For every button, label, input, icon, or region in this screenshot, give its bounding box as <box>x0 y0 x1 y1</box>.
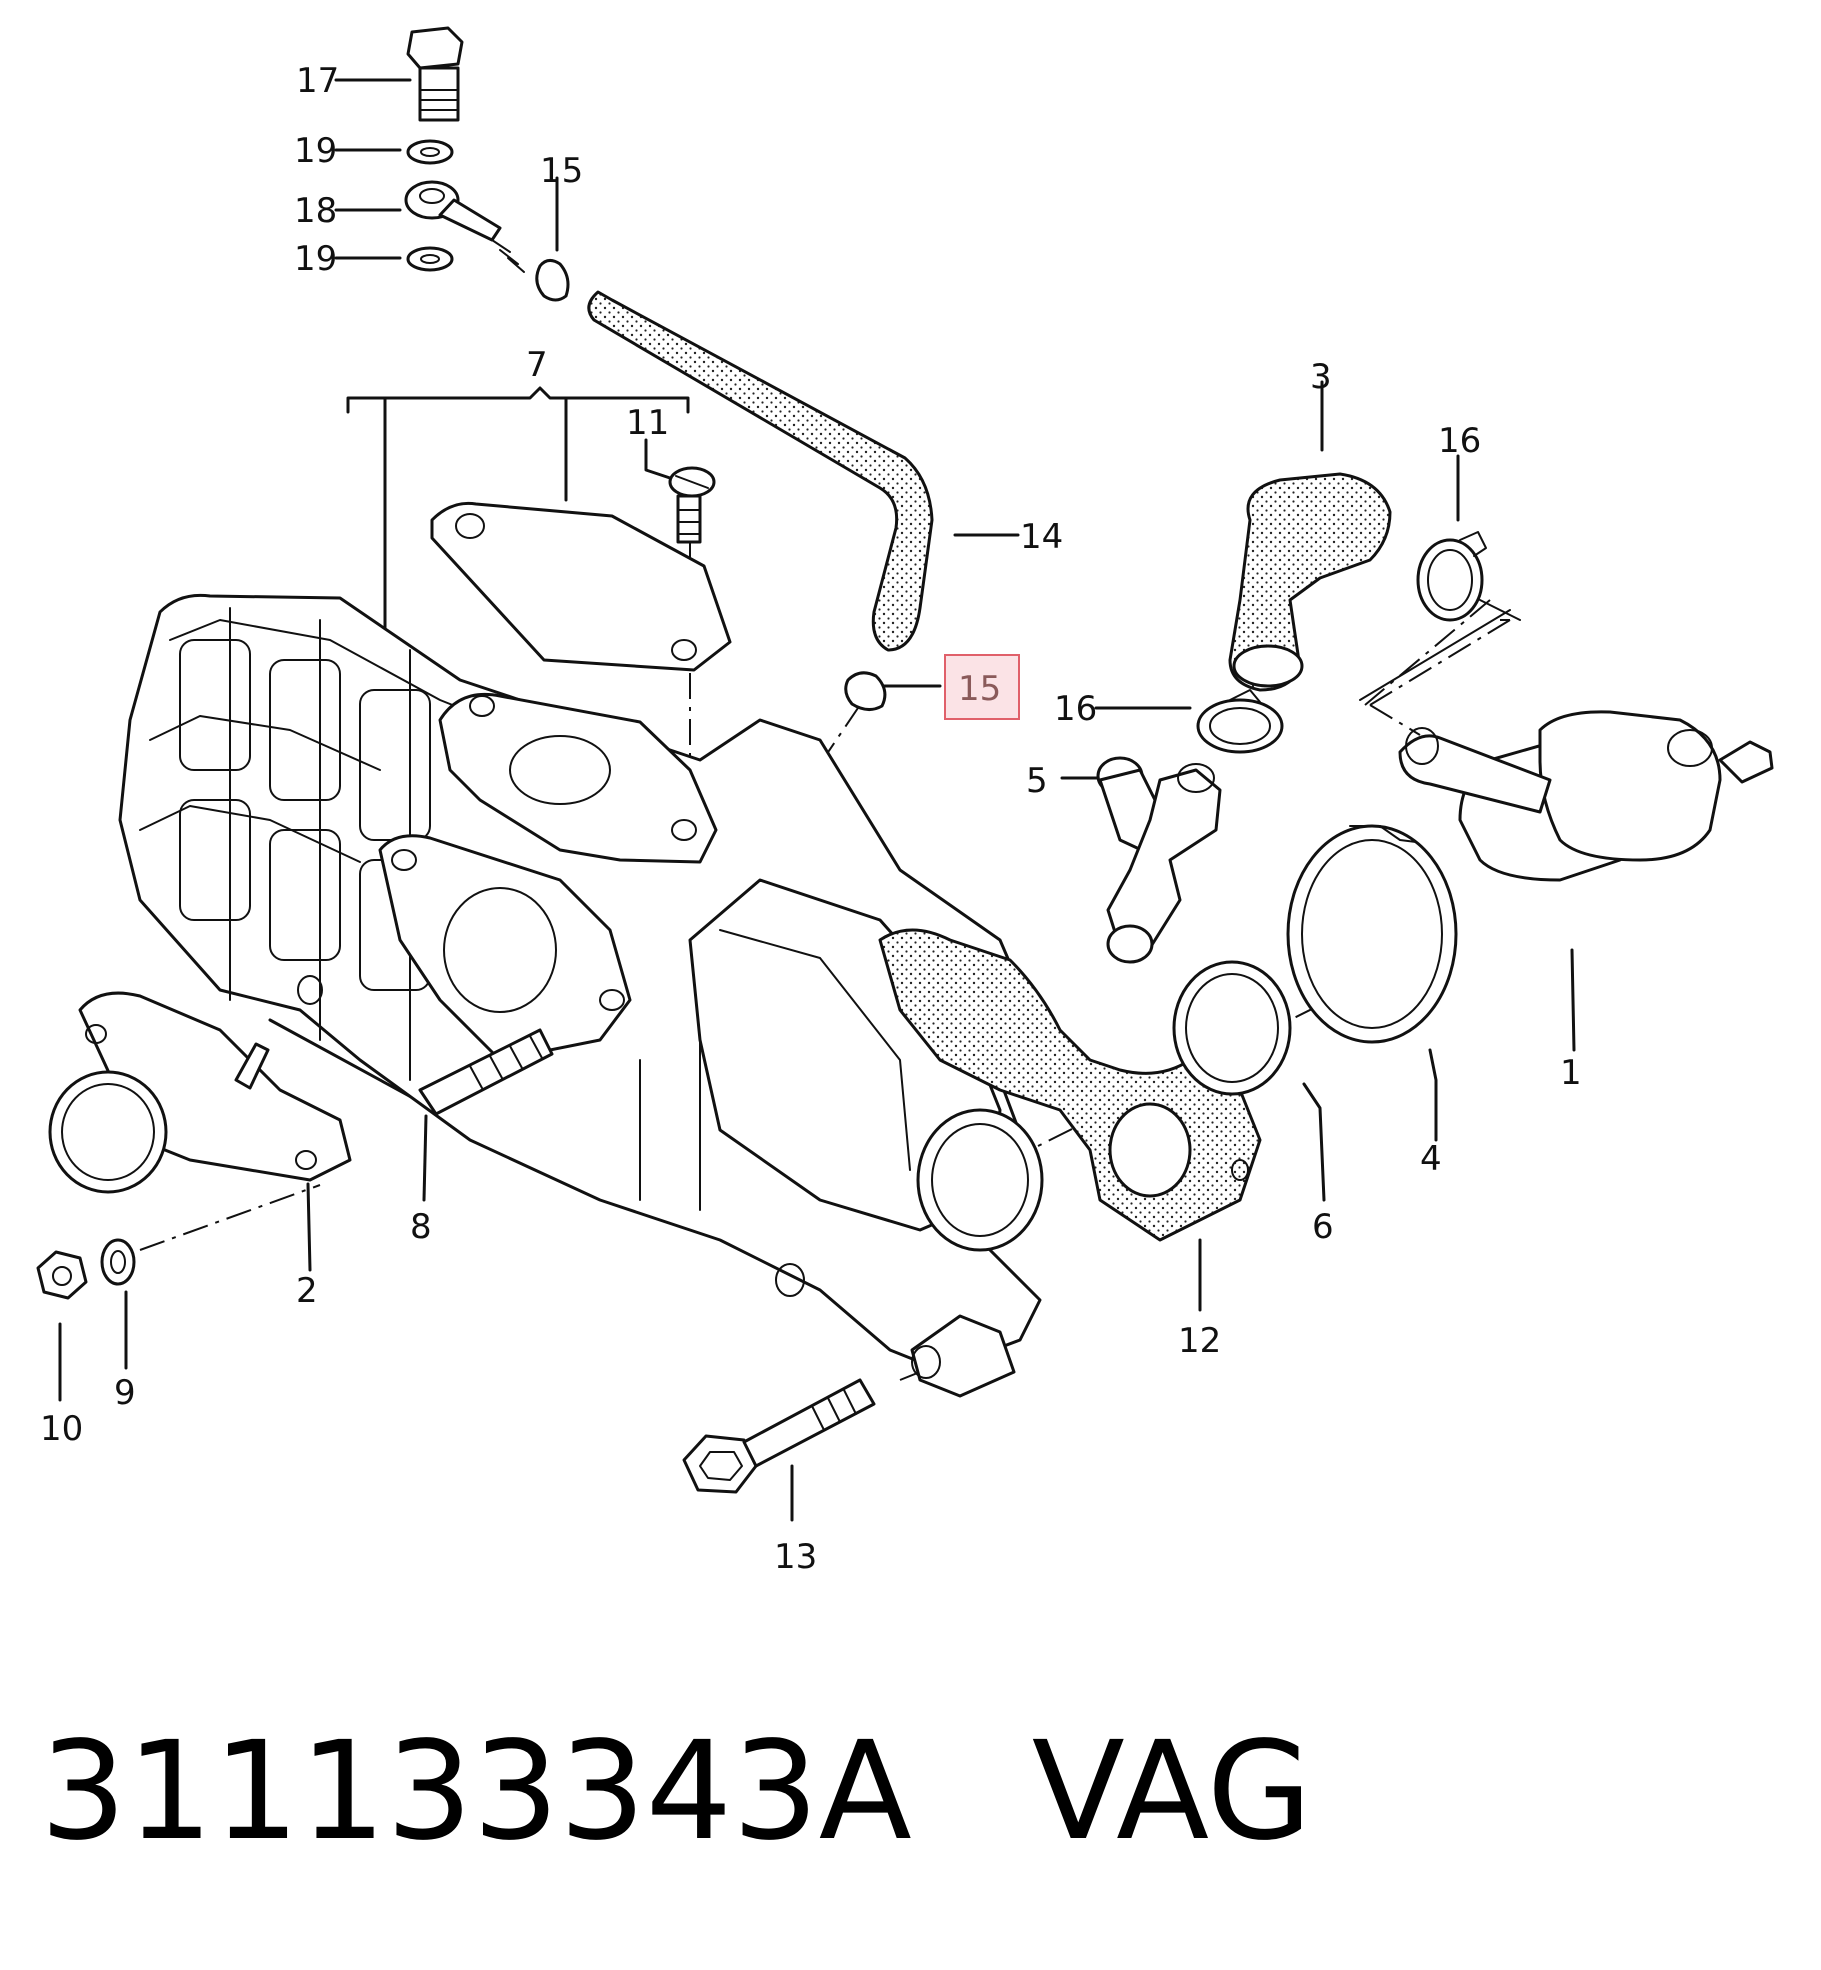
part-1-throttle-housing <box>1359 609 1774 1052</box>
callout-labels: 17 19 18 19 15 7 11 14 15 3 16 16 5 1 4 … <box>40 61 1582 1577</box>
sleeve <box>910 1314 1016 1398</box>
part-8-stud <box>418 1028 554 1202</box>
intake-manifold-body <box>118 593 1044 1372</box>
part-number: 311133343A <box>40 1713 912 1871</box>
callout-15-top: 15 <box>540 151 583 191</box>
part-11-screw <box>644 438 716 544</box>
footer-caption: 311133343A VAG <box>40 1712 1312 1872</box>
part-13-socket-bolt <box>682 1378 876 1522</box>
callout-2: 2 <box>296 1271 318 1311</box>
part-15-clamp-top <box>535 176 570 302</box>
callout-16-mid: 16 <box>1054 689 1097 729</box>
callout-7: 7 <box>526 345 548 385</box>
callout-4: 4 <box>1420 1139 1442 1179</box>
callout-6: 6 <box>1312 1207 1334 1247</box>
callout-16-top: 16 <box>1438 421 1481 461</box>
part-16-clamp-lower <box>1094 689 1284 754</box>
part-17-banjo-bolt <box>334 26 464 122</box>
callout-13: 13 <box>774 1537 817 1577</box>
part-9-washer <box>100 1238 136 1370</box>
callout-14: 14 <box>1020 517 1063 557</box>
callout-17: 17 <box>296 61 339 101</box>
callout-5: 5 <box>1026 761 1048 801</box>
callout-3: 3 <box>1310 357 1332 397</box>
part-6-sealing-ring <box>1172 960 1326 1202</box>
part-19-washer-upper <box>334 139 454 165</box>
part-19-washer-lower <box>334 246 454 272</box>
callout-19-upper: 19 <box>294 131 337 171</box>
part-15-clamp-highlight <box>844 671 942 711</box>
callout-12: 12 <box>1178 1321 1221 1361</box>
callout-1: 1 <box>1560 1053 1582 1093</box>
part-10-nut <box>36 1250 88 1402</box>
part-5-breather-connector <box>1060 756 1222 964</box>
exploded-parts-diagram: 17 19 18 19 15 7 11 14 15 3 16 16 5 1 4 … <box>36 26 1774 1577</box>
part-14-hose <box>587 290 1020 652</box>
part-12-gasket <box>878 928 1262 1312</box>
callout-19-lower: 19 <box>294 239 337 279</box>
callout-11: 11 <box>626 403 669 443</box>
brand-name: VAG <box>1031 1713 1313 1871</box>
part-2-coolant-flange <box>48 991 352 1272</box>
part-4-hose-clamp <box>1286 824 1458 1142</box>
callout-9: 9 <box>114 1373 136 1413</box>
callout-15-highlight: 15 <box>958 669 1001 709</box>
part-18-banjo-fitting <box>334 180 525 273</box>
callout-18: 18 <box>294 191 337 231</box>
highlight-box <box>944 654 1020 720</box>
part-3-elbow-hose <box>1228 380 1392 692</box>
callout-10: 10 <box>40 1409 83 1449</box>
part-7-bracket <box>346 386 690 630</box>
cover-plate <box>430 501 732 672</box>
callout-8: 8 <box>410 1207 432 1247</box>
part-16-clamp-upper <box>1416 454 1521 622</box>
